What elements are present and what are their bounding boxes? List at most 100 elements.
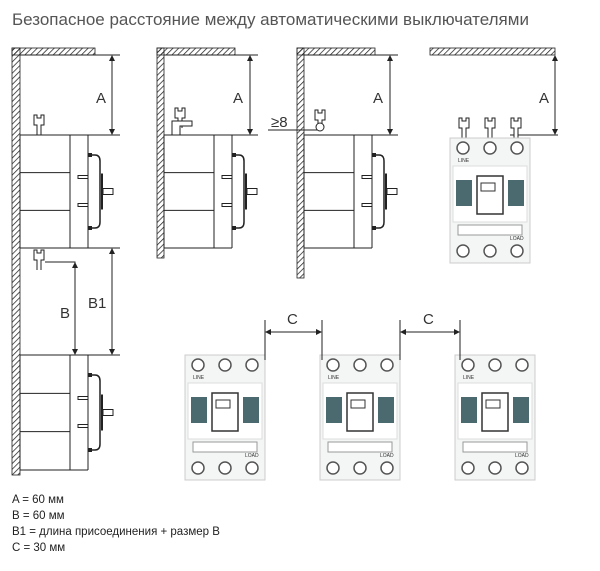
legend-b: B = 60 мм	[12, 510, 65, 522]
line-terminal	[483, 141, 497, 155]
breaker-body	[163, 134, 215, 249]
rating-label	[326, 397, 342, 423]
breaker-side-view	[163, 134, 258, 249]
load-terminal	[380, 461, 394, 475]
load-label: LOAD	[245, 453, 259, 459]
load-label: LOAD	[515, 453, 529, 459]
rect	[77, 424, 89, 428]
wall-hatch	[296, 47, 305, 279]
legend-c: C = 30 мм	[12, 542, 66, 554]
legend-a: A = 60 мм	[12, 494, 64, 506]
toggle-base	[101, 394, 103, 431]
line-terminal	[380, 358, 394, 372]
ceiling-hatch	[296, 47, 376, 56]
wall-hatch	[11, 47, 21, 476]
busbar	[45, 261, 76, 267]
line-label: LINE	[463, 375, 475, 381]
toggle-base	[245, 173, 247, 210]
load-terminal	[461, 461, 475, 475]
screw	[88, 373, 92, 377]
toggle-window	[346, 392, 374, 432]
dim-label-b: B	[60, 305, 70, 322]
load-terminal	[483, 244, 497, 258]
load-terminal	[218, 461, 232, 475]
min-gap-label: ≥8	[271, 114, 288, 131]
dim-label-a-1: A	[96, 90, 106, 107]
toggle-lever	[246, 188, 258, 195]
load-label: LOAD	[380, 453, 394, 459]
line-label: LINE	[328, 375, 340, 381]
toggle-base	[385, 173, 387, 210]
dim-label-b1: B1	[88, 295, 106, 312]
load-terminal	[353, 461, 367, 475]
rating-label	[508, 180, 524, 206]
wall-hatch	[156, 47, 165, 259]
page-title: Безопасное расстояние между автоматическ…	[12, 10, 529, 29]
legend-b1: B1 = длина присоединения + размер B	[12, 526, 220, 538]
toggle-handle	[350, 399, 366, 409]
rect	[77, 203, 89, 207]
breaker-front-view: LINE LOAD	[184, 354, 266, 481]
line-terminal	[191, 358, 205, 372]
breaker-side-view	[19, 134, 114, 249]
busbar-connector	[458, 117, 470, 138]
screw	[88, 448, 92, 452]
busbar-connector	[314, 109, 326, 130]
rect	[361, 203, 373, 207]
breaker-front-view: LINE LOAD	[319, 354, 401, 481]
toggle-lever	[102, 188, 114, 195]
screw	[232, 153, 236, 157]
ceiling-hatch	[429, 47, 556, 56]
load-terminal	[191, 461, 205, 475]
toggle-base	[101, 173, 103, 210]
breaker-body	[303, 134, 355, 249]
rating-label	[456, 180, 472, 206]
line-terminal	[353, 358, 367, 372]
dim-label-a-2: A	[233, 90, 243, 107]
line-terminal	[461, 358, 475, 372]
ceiling-hatch	[156, 47, 236, 56]
screw	[372, 153, 376, 157]
line-terminal	[218, 358, 232, 372]
load-label: LOAD	[510, 236, 524, 242]
toggle-lever	[102, 409, 114, 416]
breaker-side-view	[303, 134, 398, 249]
rect	[77, 175, 89, 179]
breaker-body	[19, 134, 71, 249]
load-terminal	[488, 461, 502, 475]
breaker-body	[19, 354, 71, 471]
busbar-connector	[33, 114, 45, 135]
load-terminal	[326, 461, 340, 475]
load-terminal	[510, 244, 524, 258]
rect	[221, 175, 233, 179]
line-label: LINE	[193, 375, 205, 381]
toggle-handle	[215, 399, 231, 409]
handle-frame	[92, 374, 101, 451]
dim-label-a-3: A	[373, 90, 383, 107]
line-terminal	[456, 141, 470, 155]
breaker-front-view: LINE LOAD	[454, 354, 536, 481]
line-terminal	[510, 141, 524, 155]
toggle-window	[481, 392, 509, 432]
dim-label-c-1: C	[287, 311, 298, 328]
load-terminal	[456, 244, 470, 258]
handle-frame	[376, 154, 385, 229]
toggle-window	[476, 175, 504, 215]
rect	[361, 175, 373, 179]
screw	[88, 153, 92, 157]
breaker-side-view	[19, 354, 114, 471]
rating-label	[513, 397, 529, 423]
rating-label	[191, 397, 207, 423]
bolt	[315, 122, 325, 132]
handle-frame	[92, 154, 101, 229]
line-terminal	[245, 358, 259, 372]
busbar-connector	[33, 249, 45, 270]
screw	[372, 226, 376, 230]
toggle-lever	[386, 188, 398, 195]
accessory-strip	[192, 441, 258, 453]
line-terminal	[326, 358, 340, 372]
load-terminal	[515, 461, 529, 475]
dim-label-c-2: C	[423, 311, 434, 328]
